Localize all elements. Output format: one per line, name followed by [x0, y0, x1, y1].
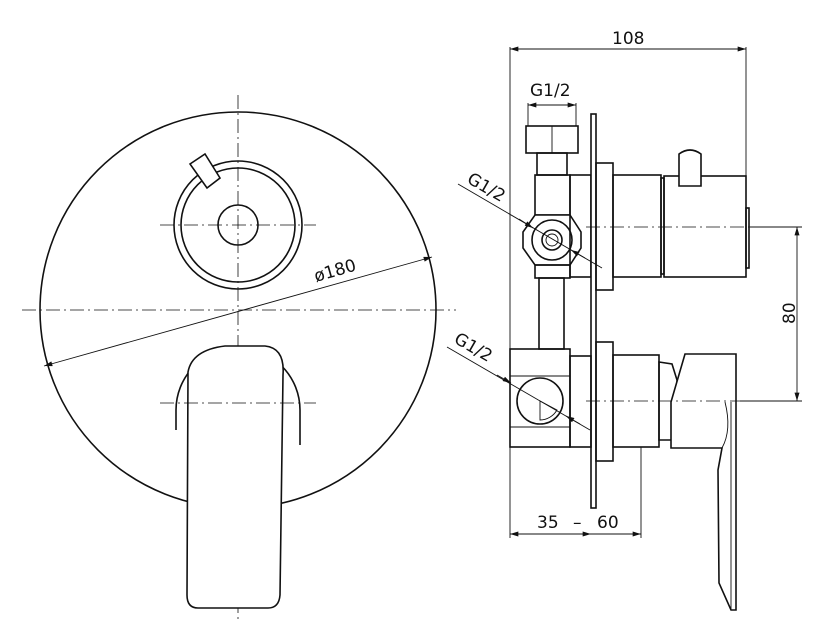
outlet-spacing-label: 80 — [780, 302, 800, 324]
side-view: 108 G1/2 G1/2 — [446, 29, 802, 611]
diverter-knob-side — [678, 149, 702, 187]
lower-thread-label: G1/2 — [451, 329, 496, 367]
wall-plate — [590, 113, 597, 509]
middle-outlet — [531, 219, 573, 261]
connecting-pipe — [538, 277, 565, 350]
front-view: ø180 — [22, 95, 456, 622]
diverter-handle-side — [663, 175, 747, 278]
install-min-label: 35 — [537, 513, 559, 533]
lower-outlet — [516, 377, 564, 425]
middle-thread-label: G1/2 — [464, 169, 509, 207]
diameter-label: ø180 — [312, 256, 359, 287]
install-max-label: 60 — [597, 513, 619, 533]
install-sep-label: – — [573, 513, 582, 533]
mixer-lever-side — [670, 353, 737, 611]
depth-total-label: 108 — [612, 29, 644, 49]
top-thread-label: G1/2 — [530, 81, 571, 101]
mixer-lever — [160, 345, 316, 609]
